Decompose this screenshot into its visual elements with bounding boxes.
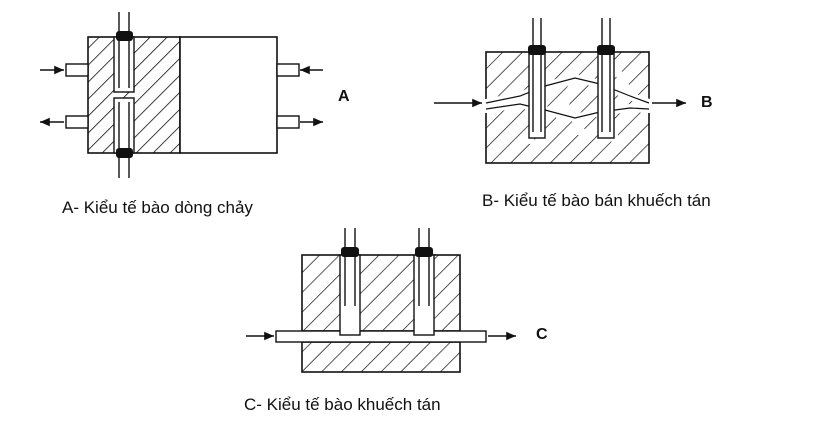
caption-c: C- Kiểu tế bào khuếch tán (244, 395, 441, 414)
panel-letter-a: A (338, 88, 350, 105)
diagram-c (246, 228, 516, 373)
electrode-well-c2 (413, 254, 435, 336)
diagram-b (434, 18, 686, 164)
electrode-cap-top (116, 31, 133, 41)
electrode-cap-c1 (341, 247, 359, 257)
electrode-cap-bottom (116, 148, 133, 158)
hatched-block-c-top (301, 254, 461, 332)
electrode-channel-top (113, 36, 135, 93)
electrode-channel-b1 (528, 51, 546, 139)
electrode-cap-c2 (415, 247, 433, 257)
panel-letter-b: B (701, 94, 713, 111)
electrode-channel-b2 (597, 51, 615, 139)
hatched-block-c-bottom (301, 341, 461, 373)
flow-chamber (179, 36, 278, 154)
electrode-cap-b1 (528, 45, 546, 55)
electrode-channel-bottom (113, 97, 135, 154)
flow-channel-c (275, 330, 487, 343)
electrode-cap-b2 (597, 45, 615, 55)
caption-b: B- Kiểu tế bào bán khuếch tán (482, 191, 711, 210)
diagram-a (40, 12, 323, 178)
electrode-well-c1 (339, 254, 361, 336)
caption-a: A- Kiểu tế bào dòng chảy (62, 198, 253, 217)
panel-letter-c: C (536, 326, 548, 343)
